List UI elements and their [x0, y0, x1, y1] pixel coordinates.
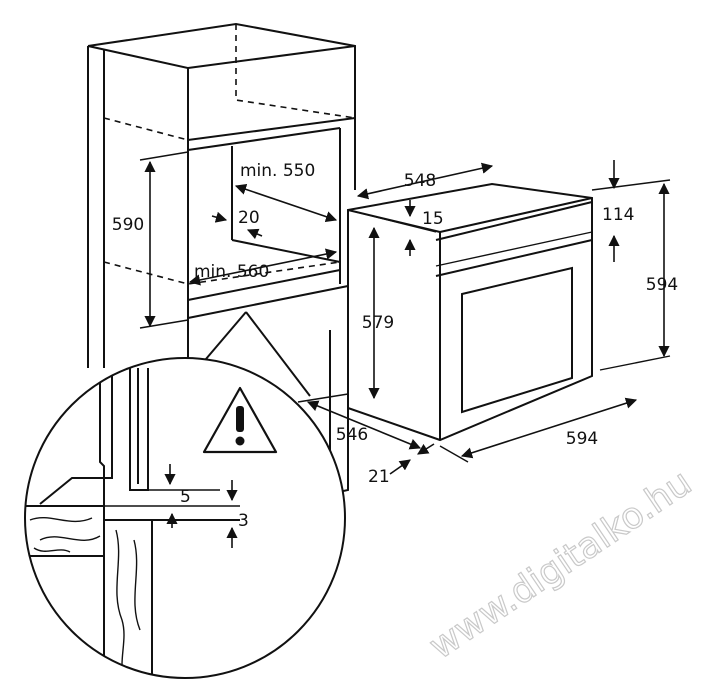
label-594-width: 594: [566, 429, 598, 449]
label-579: 579: [362, 313, 394, 333]
label-114: 114: [602, 205, 634, 225]
label-546: 546: [336, 425, 368, 445]
label-5: 5: [180, 487, 191, 507]
oven: 548 15 579 114 594 546 21 594: [297, 160, 678, 487]
label-min-550: min. 550: [240, 161, 315, 181]
label-20: 20: [238, 208, 260, 228]
label-590: 590: [112, 215, 144, 235]
label-548: 548: [404, 171, 436, 191]
detail-magnifier: 5 3: [24, 311, 346, 679]
label-min-560: min. 560: [194, 262, 269, 282]
label-3: 3: [238, 511, 249, 531]
label-21: 21: [368, 467, 390, 487]
warning-triangle-icon: [202, 386, 278, 454]
watermark: www.digitalko.hu: [422, 462, 699, 667]
label-15: 15: [422, 209, 444, 229]
label-594-height: 594: [646, 275, 678, 295]
